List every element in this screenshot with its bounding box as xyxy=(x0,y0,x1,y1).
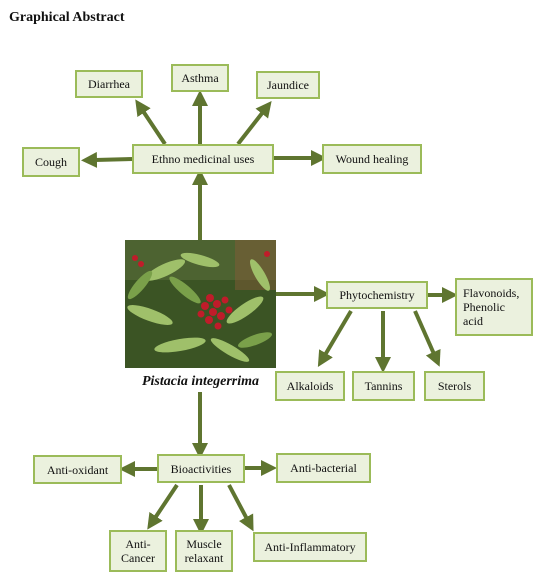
arrow-phyto-to-sterols xyxy=(413,310,441,367)
flavonoids-phenolic-acid-box: Flavonoids, Phenolic acid xyxy=(455,278,533,336)
cough-box: Cough xyxy=(22,147,80,177)
page-title: Graphical Abstract xyxy=(9,10,125,25)
ethno-hub-box: Ethno medicinal uses xyxy=(132,144,274,174)
anti-bacterial-box: Anti-bacterial xyxy=(276,453,371,483)
wound-healing-box: Wound healing xyxy=(322,144,422,174)
asthma-box: Asthma xyxy=(171,64,229,92)
anti-oxidant-box: Anti-oxidant xyxy=(33,455,122,484)
jaundice-box: Jaundice xyxy=(256,71,320,99)
arrow-ethno-to-diarrhea xyxy=(135,99,167,146)
pistacia-integerrima-photo xyxy=(125,240,276,368)
sterols-box: Sterols xyxy=(424,371,485,401)
arrow-bio-to-anticancer xyxy=(147,483,179,530)
alkaloids-box: Alkaloids xyxy=(275,371,345,401)
species-name: Pistacia integerrima xyxy=(141,374,260,389)
phyto-hub-box: Phytochemistry xyxy=(326,281,428,309)
arrow-phyto-to-alkaloids xyxy=(317,309,353,368)
diarrhea-box: Diarrhea xyxy=(75,70,143,98)
arrow-bio-to-antiinflammatory xyxy=(227,484,254,532)
arrow-ethno-to-cough xyxy=(81,151,134,168)
muscle-relaxant-box: Muscle relaxant xyxy=(175,530,233,572)
anti-cancer-box: Anti- Cancer xyxy=(109,530,167,572)
bio-hub-box: Bioactivities xyxy=(157,454,245,483)
arrow-ethno-to-jaundice xyxy=(236,100,272,146)
tannins-box: Tannins xyxy=(352,371,415,401)
anti-inflammatory-box: Anti-Inflammatory xyxy=(253,532,367,562)
